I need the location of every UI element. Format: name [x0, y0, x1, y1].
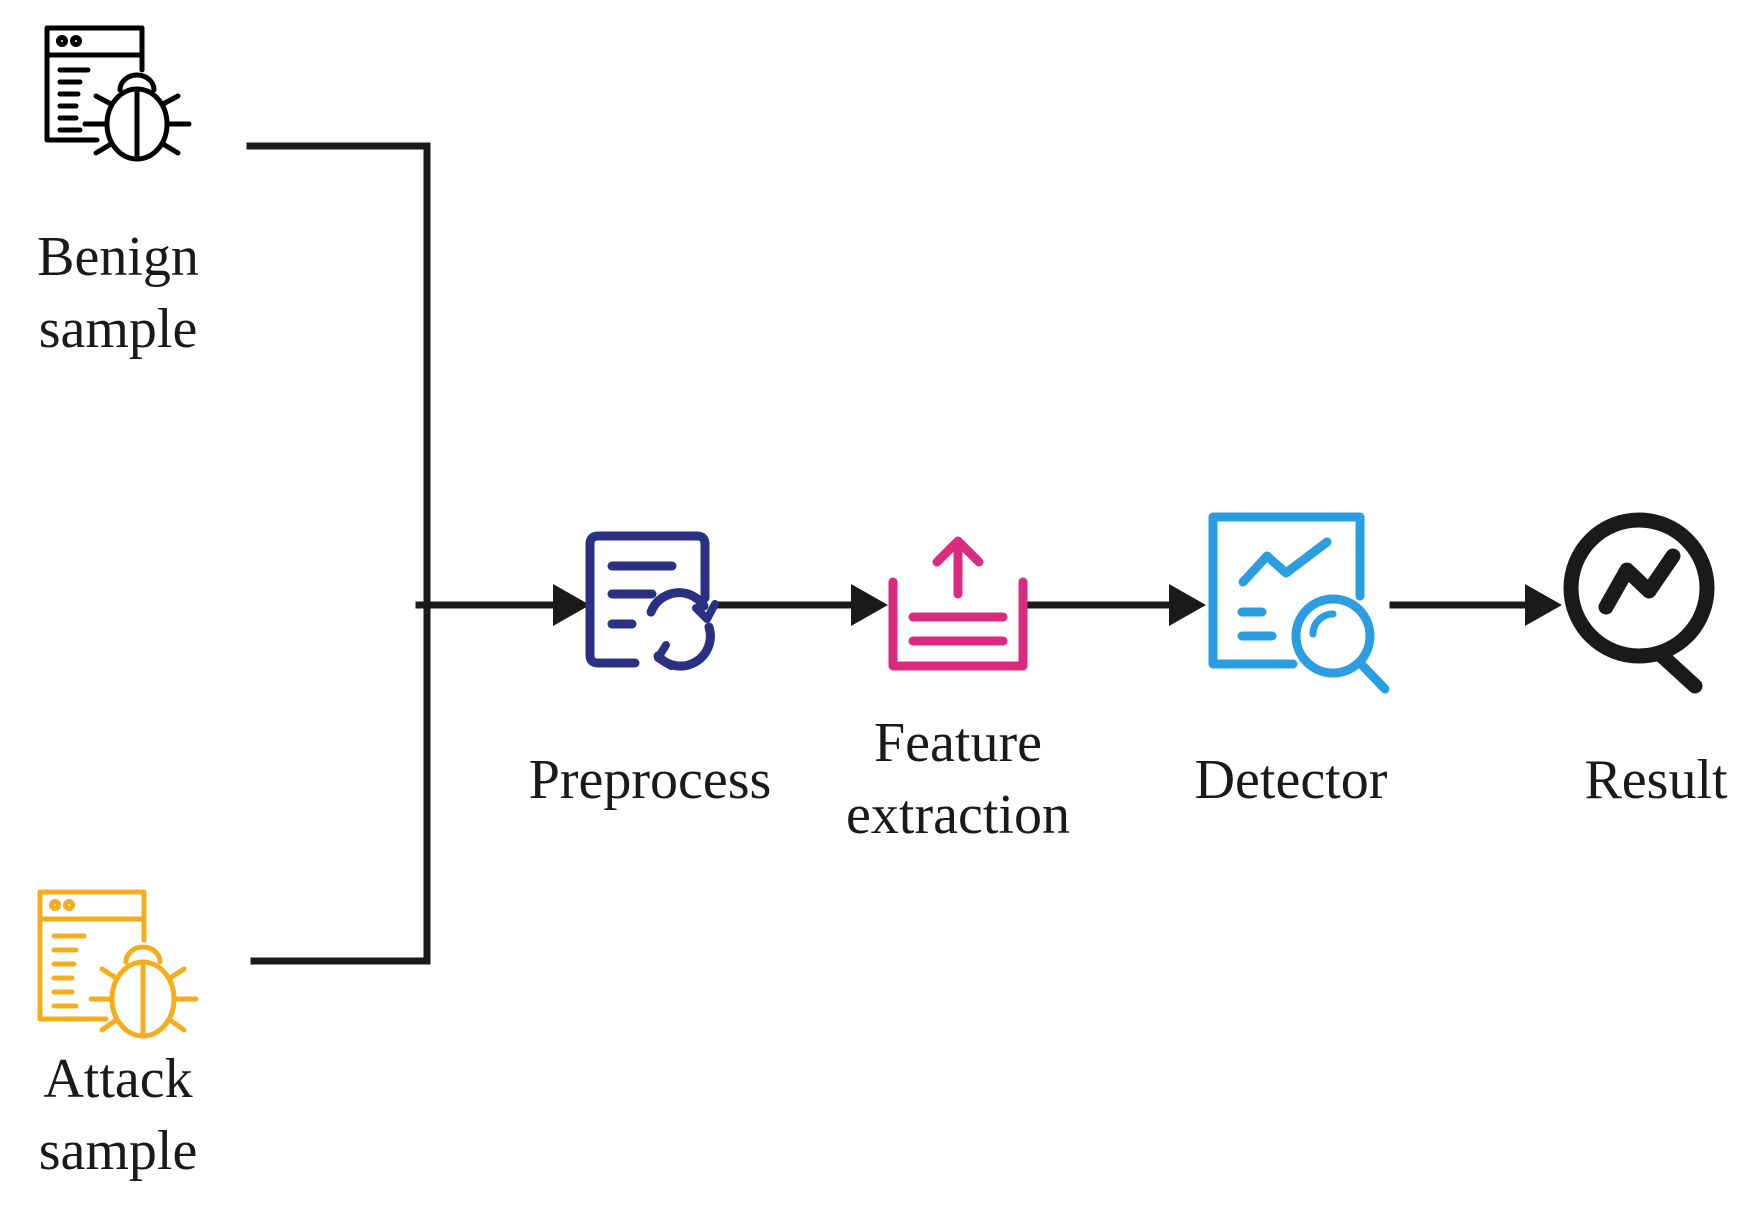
result-label: Result	[1556, 744, 1756, 816]
magnifier-trend-icon	[1563, 512, 1715, 694]
detector-label-line-1: Detector	[1194, 749, 1388, 811]
feature-label-line-1: Feature	[874, 712, 1042, 774]
chart-magnifier-icon	[1208, 512, 1390, 694]
document-refresh-icon	[585, 531, 719, 671]
preprocess-label-line-1: Preprocess	[528, 749, 772, 811]
feature-label-line-2: extraction	[846, 784, 1070, 846]
benign-bug-document-icon	[44, 25, 192, 162]
benign-connector	[246, 142, 431, 965]
attack-sample-label: Attack sample	[18, 1043, 218, 1187]
result-label-line-1: Result	[1584, 749, 1728, 811]
attack-label-line-1: Attack	[43, 1048, 193, 1110]
connector-lines	[246, 142, 1552, 965]
benign-label-line-2: sample	[38, 298, 198, 360]
preprocess-label: Preprocess	[500, 744, 800, 816]
detector-label: Detector	[1141, 744, 1441, 816]
arrowhead-feature	[851, 584, 888, 626]
upload-tray-icon	[888, 536, 1028, 671]
arrowhead-preprocess	[553, 584, 590, 626]
attack-label-line-2: sample	[38, 1120, 198, 1182]
arrowhead-detector	[1169, 584, 1206, 626]
attack-bug-document-icon	[37, 889, 199, 1039]
benign-label-line-1: Benign	[37, 226, 199, 288]
benign-sample-label: Benign sample	[18, 221, 218, 365]
arrowheads	[553, 584, 1562, 626]
arrowhead-result	[1525, 584, 1562, 626]
feature-extraction-label: Feature extraction	[808, 707, 1108, 851]
